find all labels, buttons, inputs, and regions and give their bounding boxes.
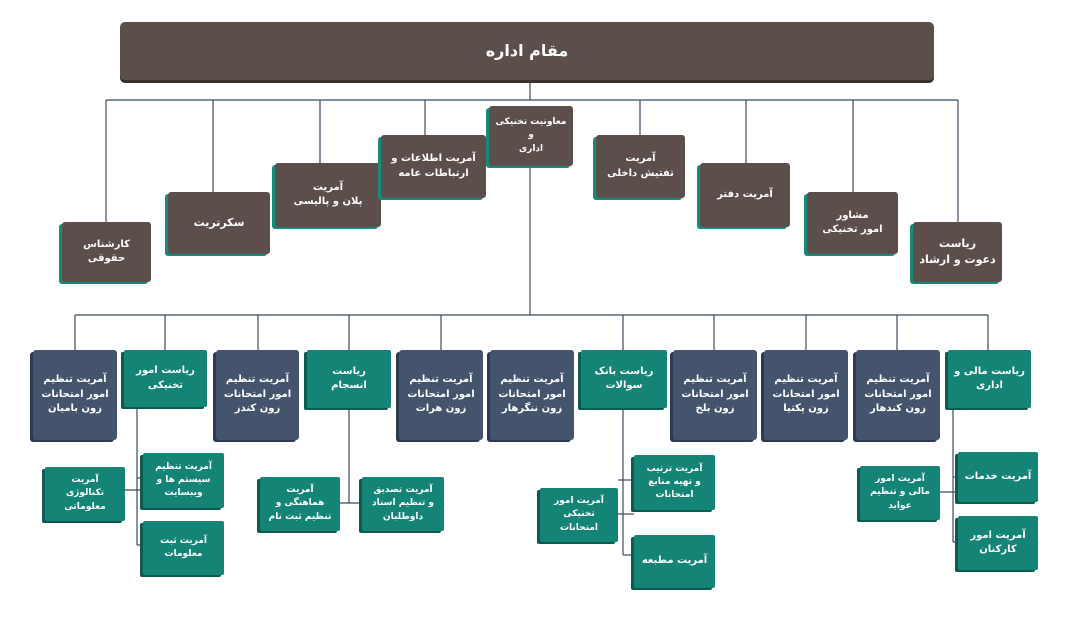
personnel-box: آمریت امور کارکنان (958, 516, 1038, 570)
exam-technical-box: آمریت امور تخنیکی امتحانات (540, 488, 618, 542)
office-box: آمریت دفتر (700, 163, 790, 227)
director-box: مقام اداره (120, 22, 934, 80)
zone-kandahar-box: آمریت تنظیم امور امتحانات زون کندهار (856, 350, 940, 440)
it-box: آمریت تکنالوژی معلوماتی (45, 467, 125, 521)
finance-admin-box: ریاست مالی و اداری (948, 350, 1031, 408)
coordination-registration-box: آمریت هماهنگی و تنظیم ثبت نام (260, 477, 340, 531)
insijam-box: ریاست انسجام (307, 350, 391, 408)
printing-press-box: آمریت مطبعه (634, 535, 715, 588)
secretariat-box: سکرتریت (168, 192, 270, 254)
legal-expert-box: کارشناس حقوقی (62, 222, 151, 282)
question-bank-box: ریاست بانک سوالات (581, 350, 667, 408)
plan-policy-box: آمریت پلان و پالیسی (275, 163, 381, 227)
info-relations-box: آمریت اطلاعات و ارتباطات عامه (381, 135, 486, 198)
services-box: آمریت خدمات (958, 452, 1038, 502)
zone-balkh-box: آمریت تنظیم امور امتحانات زون بلخ (673, 350, 757, 440)
zone-herat-box: آمریت تنظیم امور امتحانات زون هرات (399, 350, 483, 440)
zone-nangarhar-box: آمریت تنظیم امور امتحانات زون ننگرهار (490, 350, 574, 440)
revenue-finance-box: آمریت امور مالی و تنظیم عواید (860, 466, 940, 520)
technical-affairs-box: ریاست امور تخنیکی (124, 350, 207, 407)
zone-paktia-box: آمریت تنظیم امور امتحانات زون پکتیا (764, 350, 848, 440)
document-verification-box: آمریت تصدیق و تنظیم اسناد داوطلبان (362, 477, 444, 531)
exam-sources-box: آمریت ترتیب و تهیه منابع امتحانات (634, 455, 715, 510)
zone-bamyan-box: آمریت تنظیم امور امتحانات زون بامیان (33, 350, 117, 440)
deputy-box: معاونیت تخنیکی و اداری (489, 106, 573, 166)
internal-audit-box: آمریت تفتیش داخلی (596, 135, 685, 198)
zone-kunduz-box: آمریت تنظیم امور امتحانات زون کندز (216, 350, 299, 440)
systems-website-box: آمریت تنظیم سیستم ها و ویبسایت (143, 453, 224, 508)
technical-advisor-box: مشاور امور تخنیکی (807, 192, 898, 254)
dawat-irshad-box: ریاست دعوت و ارشاد (913, 222, 1002, 282)
data-registration-box: آمریت ثبت معلومات (143, 521, 224, 575)
